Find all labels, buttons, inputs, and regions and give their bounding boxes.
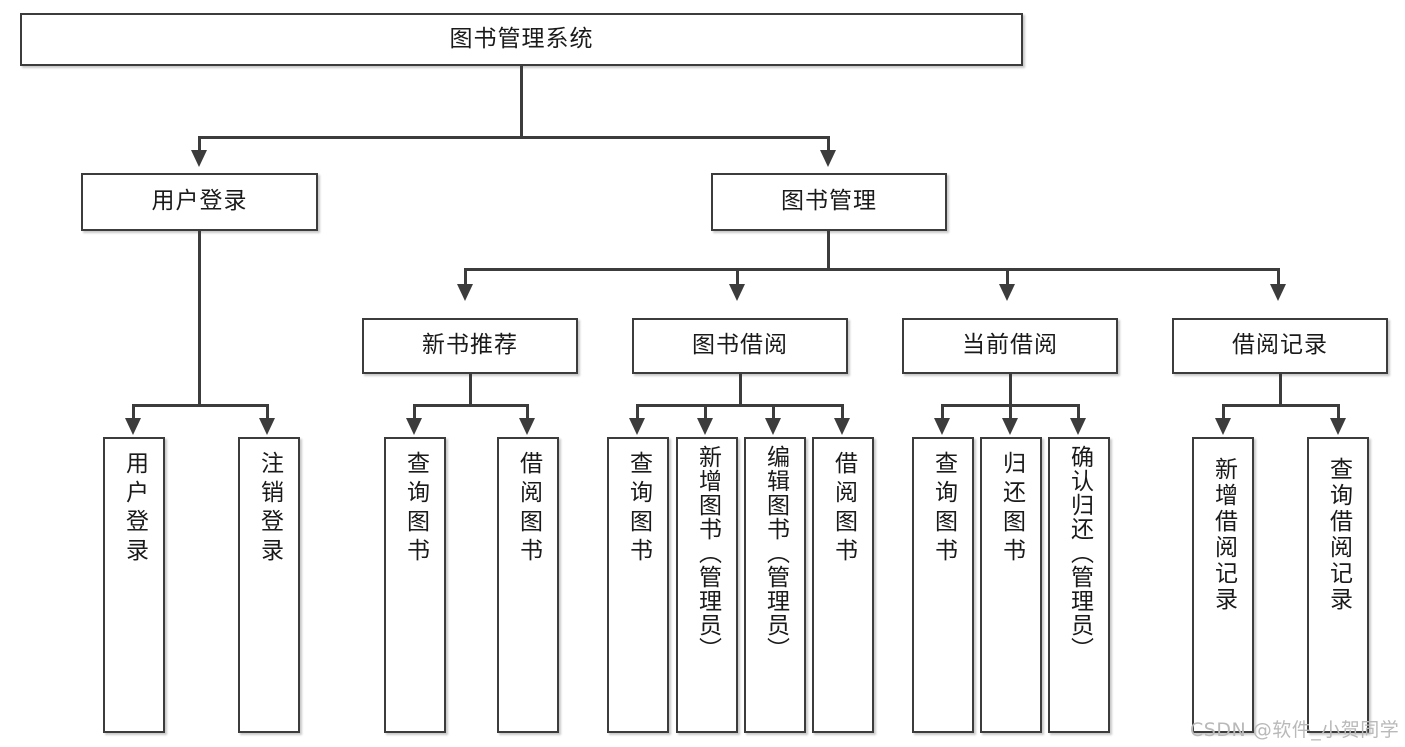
node-leaf-query-record[interactable]: 查询借阅记录 [1307,437,1369,733]
connector-borrow-record-leaf-bus [1222,404,1340,407]
arrow-leaf-edit-book [765,418,781,435]
node-leaf-return-book[interactable]: 归还图书 [980,437,1042,733]
node-leaf-query-book-3[interactable]: 查询图书 [912,437,974,733]
node-leaf-confirm-return-label: 确认归还（管理员） [1066,445,1093,661]
connector-drop-leaf-borrow-book-1 [526,404,529,420]
arrow-leaf-query-book-1 [406,418,422,435]
arrow-leaf-borrow-book-1 [519,418,535,435]
node-leaf-query-book-1-label: 查询图书 [402,451,429,567]
node-leaf-query-book-2[interactable]: 查询图书 [607,437,669,733]
node-root[interactable]: 图书管理系统 [20,13,1023,66]
arrow-borrow-record [1270,284,1286,301]
connector-drop-borrow-record [1277,268,1280,286]
node-leaf-edit-book-label: 编辑图书（管理员） [762,445,789,661]
node-leaf-query-book-2-label: 查询图书 [625,451,652,567]
arrow-user-login [191,150,207,167]
arrow-leaf-query-book-2 [629,418,645,435]
node-leaf-add-record[interactable]: 新增借阅记录 [1192,437,1254,733]
connector-drop-current-borrow [1006,268,1009,286]
connector-drop-leaf-add-record [1222,404,1225,420]
connector-drop-user-login [198,136,201,152]
connector-level2-bus [198,136,830,139]
node-leaf-borrow-book-2-label: 借阅图书 [830,451,857,567]
connector-drop-leaf-query-book-2 [636,404,639,420]
node-user-login[interactable]: 用户登录 [81,173,318,231]
node-borrow-record[interactable]: 借阅记录 [1172,318,1388,374]
node-leaf-user-logout[interactable]: 注销登录 [238,437,300,733]
connector-new-book-recommend-stem [469,374,472,407]
arrow-current-borrow [999,284,1015,301]
connector-drop-book-manage [827,136,830,152]
node-leaf-user-login[interactable]: 用户登录 [103,437,165,733]
node-leaf-borrow-book-1[interactable]: 借阅图书 [497,437,559,733]
connector-book-borrow-stem [739,374,742,407]
node-new-book-recommend-label: 新书推荐 [422,332,518,359]
node-leaf-add-book[interactable]: 新增图书（管理员） [676,437,738,733]
connector-user-login-leaf-bus [132,404,269,407]
connector-drop-leaf-add-book [704,404,707,420]
connector-drop-leaf-query-record [1337,404,1340,420]
node-leaf-borrow-book-2[interactable]: 借阅图书 [812,437,874,733]
connector-drop-book-borrow [736,268,739,286]
connector-drop-leaf-user-login [132,404,135,420]
node-leaf-user-logout-label: 注销登录 [256,451,283,567]
node-root-label: 图书管理系统 [449,25,594,52]
arrow-book-manage [820,150,836,167]
connector-user-login-stem [198,231,201,406]
connector-drop-new-book-recommend [464,268,467,286]
node-leaf-borrow-book-1-label: 借阅图书 [515,451,542,567]
node-user-login-label: 用户登录 [151,188,248,215]
arrow-leaf-user-login [125,418,141,435]
connector-book-manage-stem [827,231,830,270]
node-book-borrow-label: 图书借阅 [692,332,788,359]
connector-drop-leaf-user-logout [266,404,269,420]
node-new-book-recommend[interactable]: 新书推荐 [362,318,578,374]
arrow-leaf-confirm-return [1070,418,1086,435]
connector-book-borrow-leaf-bus [636,404,844,407]
arrow-new-book-recommend [457,284,473,301]
connector-drop-leaf-confirm-return [1077,404,1080,420]
node-leaf-query-book-3-label: 查询图书 [930,451,957,567]
arrow-leaf-query-record [1330,418,1346,435]
node-book-borrow[interactable]: 图书借阅 [632,318,848,374]
connector-level3-bus [464,268,1280,271]
connector-current-borrow-stem [1009,374,1012,407]
node-leaf-confirm-return[interactable]: 确认归还（管理员） [1048,437,1110,733]
arrow-leaf-return-book [1002,418,1018,435]
connector-new-book-recommend-leaf-bus [413,404,529,407]
arrow-leaf-borrow-book-2 [834,418,850,435]
connector-borrow-record-stem [1279,374,1282,407]
node-leaf-add-record-label: 新增借阅记录 [1210,457,1237,613]
node-leaf-query-record-label: 查询借阅记录 [1325,457,1352,613]
node-leaf-return-book-label: 归还图书 [998,451,1025,567]
node-leaf-edit-book[interactable]: 编辑图书（管理员） [744,437,806,733]
node-book-manage-label: 图书管理 [781,188,877,215]
arrow-leaf-user-logout [259,418,275,435]
node-current-borrow-label: 当前借阅 [962,332,1058,359]
node-current-borrow[interactable]: 当前借阅 [902,318,1118,374]
arrow-leaf-add-record [1215,418,1231,435]
connector-drop-leaf-edit-book [772,404,775,420]
connector-drop-leaf-query-book-1 [413,404,416,420]
node-borrow-record-label: 借阅记录 [1232,332,1328,359]
arrow-leaf-query-book-3 [934,418,950,435]
connector-drop-leaf-borrow-book-2 [841,404,844,420]
node-leaf-user-login-label: 用户登录 [121,451,148,567]
connector-drop-leaf-return-book [1009,404,1012,420]
node-book-manage[interactable]: 图书管理 [711,173,947,231]
connector-root-stem [520,66,523,138]
node-leaf-add-book-label: 新增图书（管理员） [694,445,721,661]
node-leaf-query-book-1[interactable]: 查询图书 [384,437,446,733]
arrow-book-borrow [729,284,745,301]
arrow-leaf-add-book [697,418,713,435]
connector-drop-leaf-query-book-3 [941,404,944,420]
